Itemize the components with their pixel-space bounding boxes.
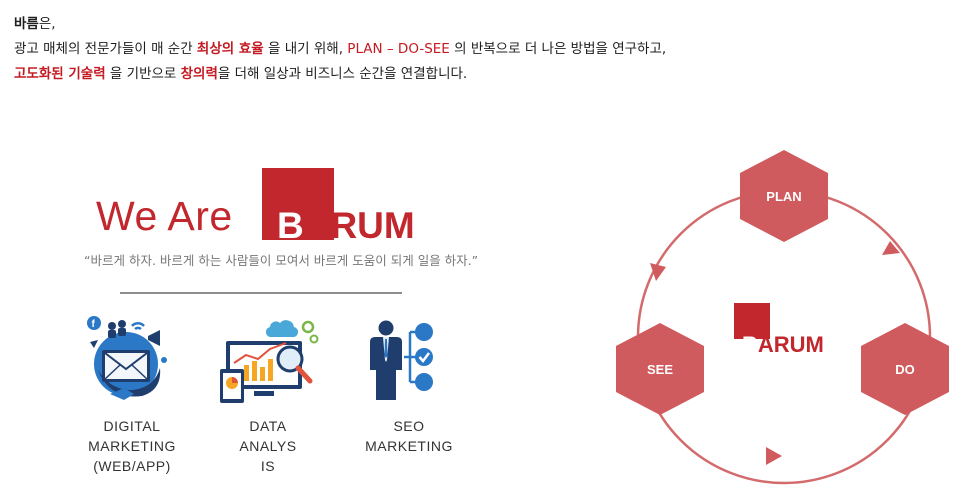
- data-analysis-icon: [220, 320, 319, 403]
- hex-plan: PLAN: [740, 150, 828, 242]
- hex-do-label: DO: [895, 362, 915, 377]
- highlight-creativity: 창의력: [180, 66, 218, 82]
- service-label-seo: SEO MARKETING: [365, 418, 453, 454]
- cycle-arrow-left: [650, 263, 666, 281]
- center-barum-logo: BARUM: [734, 303, 824, 357]
- logo-red-block: [262, 168, 334, 240]
- logo-text: BARUM: [277, 205, 415, 246]
- service-label-data: DATA ANALYS IS: [239, 418, 297, 474]
- hex-see-label: SEE: [647, 362, 673, 377]
- hex-do: DO: [861, 323, 949, 415]
- highlight-efficiency: 최상의 효율: [196, 41, 264, 57]
- intro-line-2: 광고 매체의 전문가들이 매 순간 최상의 효율 을 내기 위해, PLAN –…: [14, 41, 667, 57]
- service-label-digital: DIGITAL MARKETING (WEB/APP): [88, 418, 176, 474]
- highlight-technology: 고도화된 기술력: [14, 66, 106, 82]
- plan-do-see-cycle: PLAN SEE DO BARUM: [616, 150, 949, 485]
- we-are-heading: We Are: [96, 193, 233, 239]
- company-name: 바름: [14, 16, 39, 32]
- divider: [120, 292, 402, 294]
- intro-line-3: 고도화된 기술력 을 기반으로 창의력을 더해 일상과 비즈니스 순간을 연결합…: [14, 66, 468, 82]
- hex-see: SEE: [616, 323, 704, 415]
- svg-text:BARUM: BARUM: [742, 332, 824, 357]
- svg-text:f: f: [92, 319, 96, 330]
- seo-marketing-icon: [370, 320, 433, 400]
- cycle-arrow-bottom: [766, 447, 782, 465]
- intro-line-1: 바름은,: [14, 16, 56, 32]
- hex-plan-label: PLAN: [766, 189, 801, 204]
- highlight-cycle: PLAN – DO-SEE: [347, 41, 450, 57]
- digital-marketing-icon: f: [87, 316, 167, 400]
- cycle-arrow-right: [882, 241, 900, 255]
- slogan: “바르게 하자. 바르게 하는 사람들이 모여서 바르게 도움이 되게 일을 하…: [84, 253, 479, 268]
- intro-text: 바름은, 광고 매체의 전문가들이 매 순간 최상의 효율 을 내기 위해, P…: [14, 12, 666, 87]
